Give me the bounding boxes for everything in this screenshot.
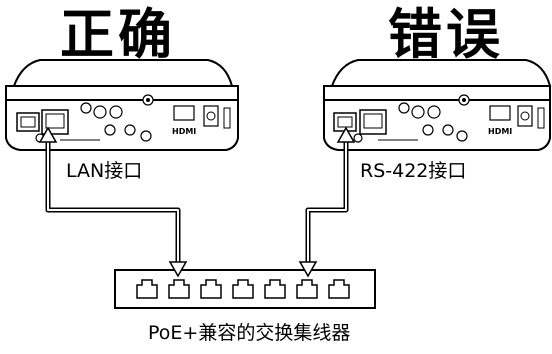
label-hub: PoE+兼容的交换集线器 (148, 322, 351, 344)
hdmi-label-left: HDMI (172, 127, 196, 136)
label-lan-port: LAN接口 (66, 160, 143, 182)
heading-wrong: 错误 (388, 3, 504, 66)
hub-port (232, 279, 254, 299)
hub-port (136, 279, 158, 299)
camera-rear-panel-right: HDMI (323, 59, 552, 151)
hub-ports (136, 279, 350, 299)
cable-lan-to-hub (45, 134, 181, 268)
hub-port (328, 279, 350, 299)
hub-port (296, 279, 318, 299)
hdmi-label-right: HDMI (488, 127, 512, 136)
label-rs422-port: RS-422接口 (360, 160, 467, 182)
cable-rs422-to-hub (305, 134, 349, 268)
hub-port (264, 279, 286, 299)
camera-rear-panel-left: HDMI (5, 59, 239, 151)
poe-switching-hub (114, 269, 376, 309)
hub-port (200, 279, 222, 299)
hub-port (168, 279, 190, 299)
heading-correct: 正确 (60, 3, 176, 66)
